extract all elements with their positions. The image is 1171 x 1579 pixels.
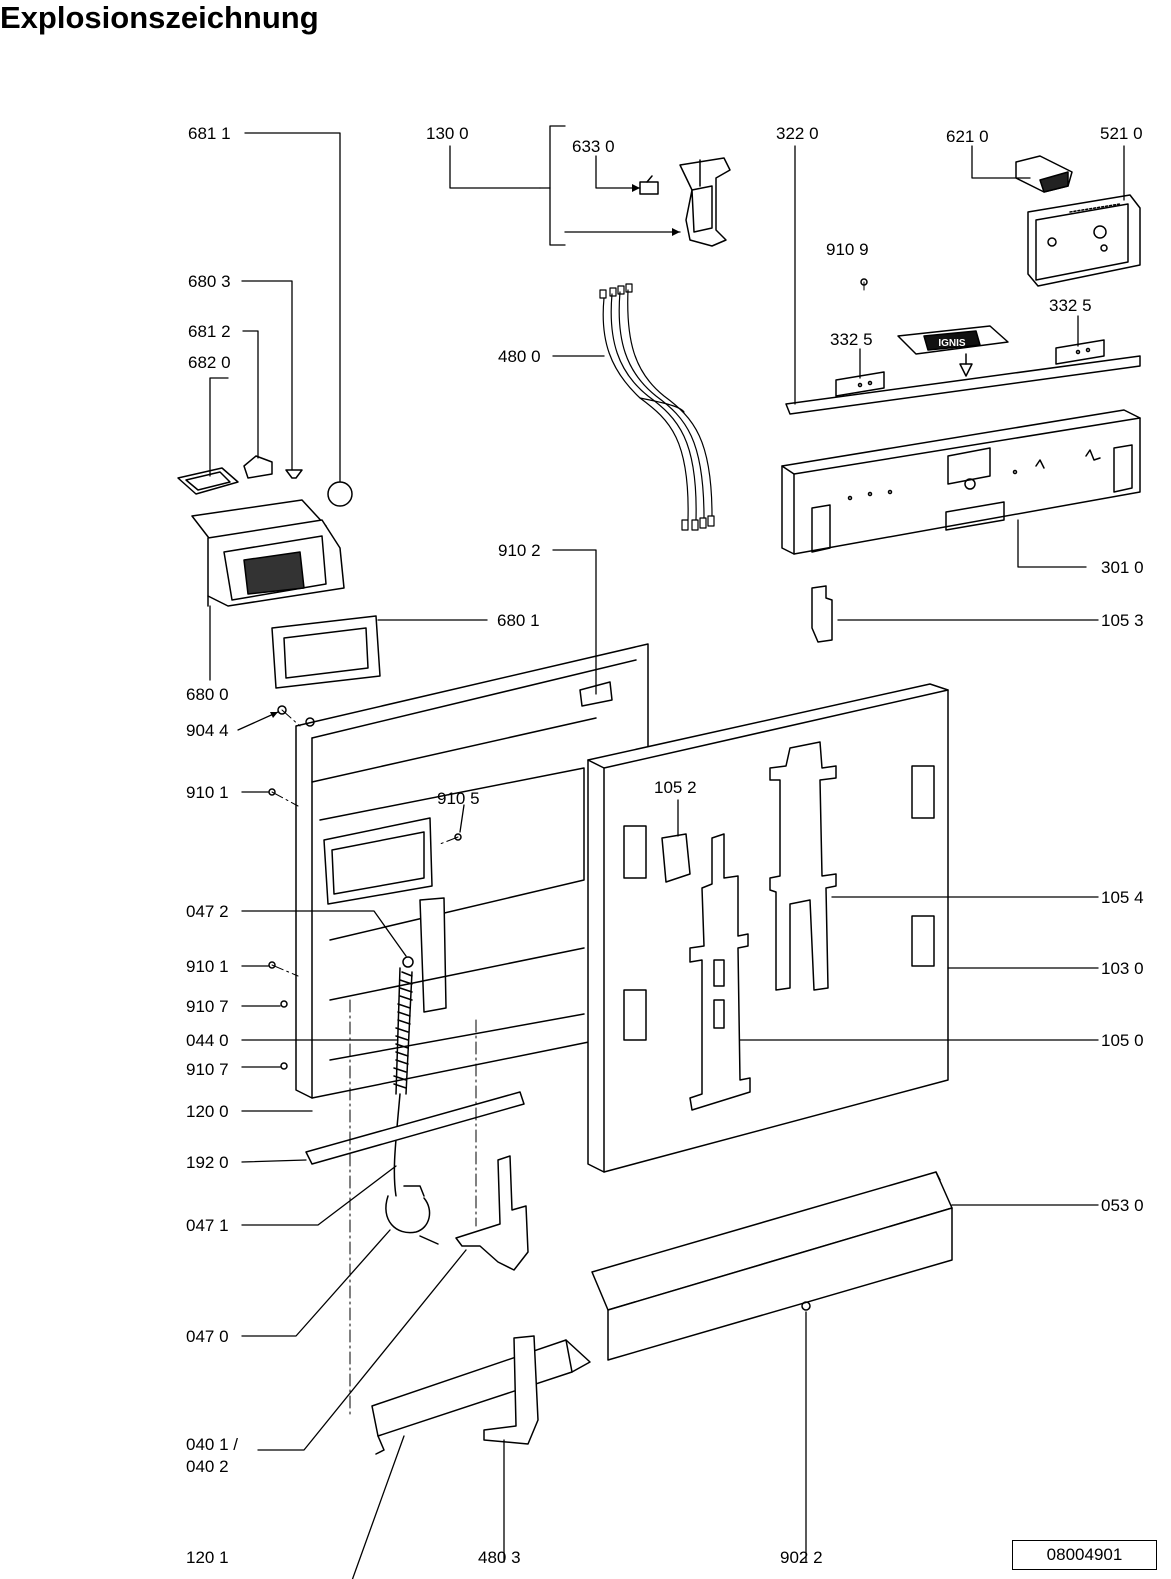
electronic-module [1027, 194, 1141, 287]
label-910-9: 910 9 [826, 240, 869, 259]
hinge-cable-pulley [385, 1185, 439, 1245]
brand-plate-text: IGNIS [938, 338, 966, 349]
label-680-1: 680 1 [497, 611, 540, 630]
bottom-channel [591, 1171, 953, 1361]
label-120-0: 120 0 [186, 1102, 229, 1121]
label-130-0: 130 0 [426, 124, 469, 143]
leader-lines [209, 125, 1125, 1579]
label-681-1: 681 1 [188, 124, 231, 143]
fixing-brackets [835, 339, 1105, 397]
inner-door-frame [295, 643, 649, 1099]
door-spring [393, 956, 414, 1197]
label-480-0: 480 0 [498, 347, 541, 366]
wiring-harness [599, 283, 715, 531]
control-panel [781, 409, 1141, 555]
hanger-plate-upper [769, 741, 837, 991]
label-301-0: 301 0 [1101, 558, 1144, 577]
wire-clip [483, 1335, 539, 1445]
label-910-5: 910 5 [437, 789, 480, 808]
outer-door-panel [587, 683, 949, 1173]
label-332-5-left: 332 5 [830, 330, 873, 349]
dispenser-seal-inner [283, 627, 369, 679]
rail-strip [305, 1091, 525, 1165]
label-120-1: 120 1 [186, 1548, 229, 1567]
hinge-bracket [455, 1155, 529, 1271]
label-047-2: 047 2 [186, 902, 229, 921]
label-105-4: 105 4 [1101, 888, 1144, 907]
connector-block [1015, 155, 1073, 193]
rinse-aid-cap [327, 481, 353, 507]
hanger-plate-lower [689, 833, 751, 1111]
trim-strip [785, 355, 1141, 415]
screw-902-2 [801, 1301, 811, 1311]
label-480-3: 480 3 [478, 1548, 521, 1567]
label-910-7-top: 910 7 [186, 997, 229, 1016]
label-910-2: 910 2 [498, 541, 541, 560]
label-105-0: 105 0 [1101, 1031, 1144, 1050]
label-103-0: 103 0 [1101, 959, 1144, 978]
label-192-0: 192 0 [186, 1153, 229, 1172]
label-047-1: 047 1 [186, 1216, 229, 1235]
label-904-4: 904 4 [186, 721, 229, 740]
label-902-2: 902 2 [780, 1548, 823, 1567]
label-040-2: 040 2 [186, 1457, 229, 1476]
washer-904-4 [277, 705, 287, 715]
label-633-0: 633 0 [572, 137, 615, 156]
label-682-0: 682 0 [188, 353, 231, 372]
label-044-0: 044 0 [186, 1031, 229, 1050]
detergent-dispenser [191, 499, 345, 607]
label-621-0: 621 0 [946, 127, 989, 146]
label-910-1-bottom: 910 1 [186, 957, 229, 976]
callout-labels: 681 1 130 0 633 0 322 0 621 0 521 0 680 … [186, 124, 1144, 1567]
document-id-box: 08004901 [1012, 1540, 1157, 1570]
dispenser-spring [285, 469, 303, 479]
label-322-0: 322 0 [776, 124, 819, 143]
screw-910-5 [454, 833, 462, 841]
brand-plate: IGNIS [897, 325, 1009, 377]
label-681-2: 681 2 [188, 322, 231, 341]
bottom-trim [371, 1339, 591, 1455]
dispenser-lid-part [243, 455, 273, 479]
small-bracket [811, 585, 833, 643]
label-105-2: 105 2 [654, 778, 697, 797]
label-332-5-right: 332 5 [1049, 296, 1092, 315]
screw-910-1-top [268, 788, 276, 796]
label-040-1: 040 1 / [186, 1435, 238, 1454]
label-053-0: 053 0 [1101, 1196, 1144, 1215]
screw-910-1-bottom [268, 961, 276, 969]
label-047-0: 047 0 [186, 1327, 229, 1346]
label-910-1-top: 910 1 [186, 783, 229, 802]
dispenser-gasket [177, 467, 239, 495]
label-521-0: 521 0 [1100, 124, 1143, 143]
label-680-0: 680 0 [186, 685, 229, 704]
label-910-7-bottom: 910 7 [186, 1060, 229, 1079]
screw-910-7-top [280, 1000, 288, 1008]
door-switch-assembly [639, 157, 731, 247]
label-105-3: 105 3 [1101, 611, 1144, 630]
leader-arrowheads [270, 184, 680, 718]
label-680-3: 680 3 [188, 272, 231, 291]
alignment-lines [271, 281, 865, 1419]
screw-910-7-bottom [280, 1062, 288, 1070]
page-title: Explosionszeichnung [0, 0, 319, 35]
door-clip [661, 833, 691, 883]
